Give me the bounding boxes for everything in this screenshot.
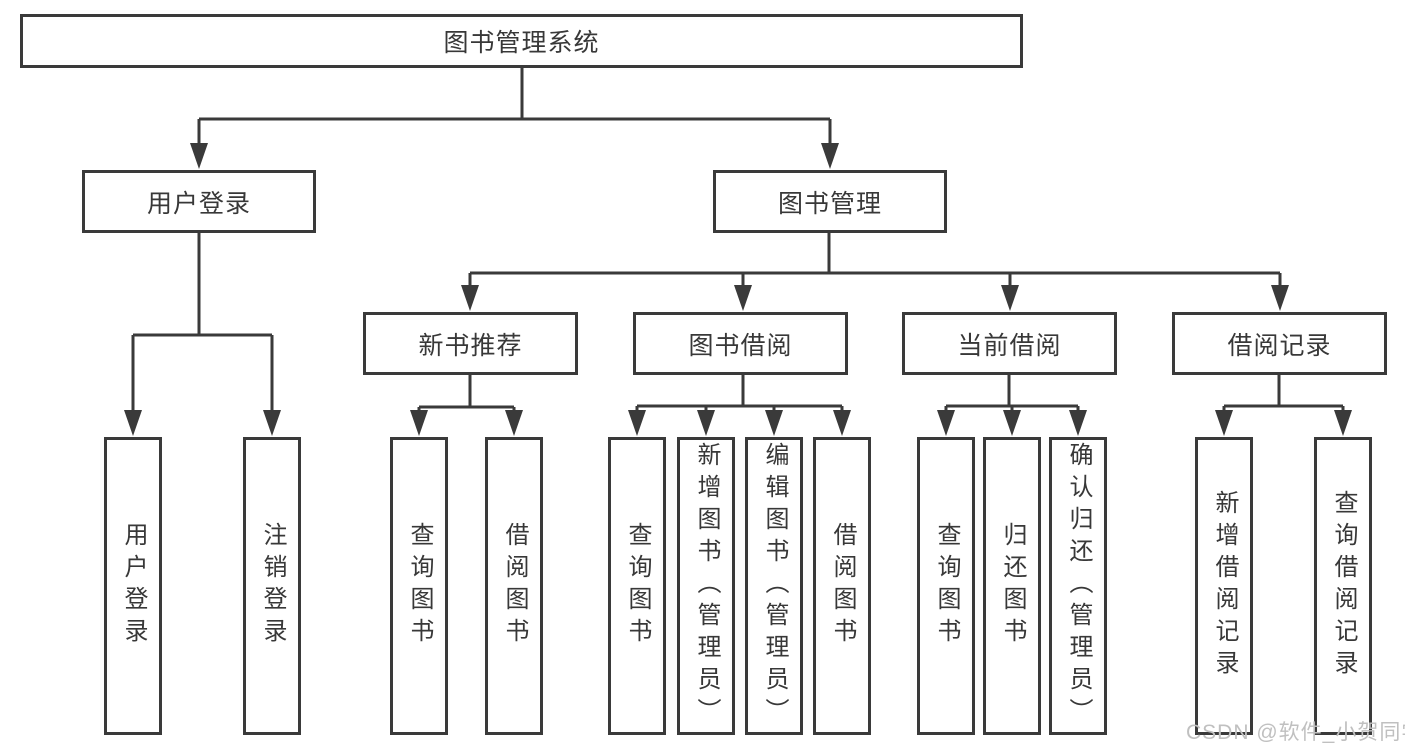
- node-book-management: 图书管理: [713, 170, 947, 233]
- leaf-logout: 注销登录: [243, 437, 301, 735]
- leaf-edit-books-admin: 编辑图书（管理员）: [745, 437, 803, 735]
- leaf-add-borrow-record-label: 新增借阅记录: [1211, 490, 1238, 682]
- node-library-management-system: 图书管理系统: [20, 14, 1023, 68]
- leaf-add-borrow-record: 新增借阅记录: [1195, 437, 1253, 735]
- connector-root-to-level2: [197, 68, 832, 146]
- leaf-return-books-label: 归还图书: [999, 522, 1026, 650]
- leaf-borrow-books-label: 借阅图书: [829, 522, 856, 650]
- node-current-borrow-label: 当前借阅: [957, 331, 1062, 360]
- node-new-book-recommend: 新书推荐: [363, 312, 578, 375]
- leaf-query-borrow-record-label: 查询借阅记录: [1330, 490, 1357, 682]
- node-current-borrow: 当前借阅: [902, 312, 1117, 375]
- leaf-confirm-return-admin-label: 确认归还（管理员）: [1065, 442, 1092, 730]
- connector-new-book-recommend-children: [417, 375, 516, 414]
- leaf-logout-label: 注销登录: [259, 522, 286, 650]
- leaf-query-books-current-label: 查询图书: [933, 522, 960, 650]
- connector-current-borrow-children: [944, 375, 1080, 414]
- leaf-add-books-admin-label: 新增图书（管理员）: [693, 442, 720, 730]
- leaf-borrow-books-recommend: 借阅图书: [485, 437, 543, 735]
- connector-user-login-children: [131, 233, 274, 414]
- leaf-query-books-borrow-label: 查询图书: [624, 522, 651, 650]
- leaf-confirm-return-admin: 确认归还（管理员）: [1049, 437, 1107, 735]
- leaf-add-books-admin: 新增图书（管理员）: [677, 437, 735, 735]
- node-library-management-system-label: 图书管理系统: [443, 29, 600, 57]
- leaf-query-borrow-record: 查询借阅记录: [1314, 437, 1372, 735]
- leaf-query-books-recommend-label: 查询图书: [406, 522, 433, 650]
- leaf-query-books-recommend: 查询图书: [390, 437, 448, 735]
- node-borrow-records-label: 借阅记录: [1227, 331, 1332, 360]
- leaf-borrow-books: 借阅图书: [813, 437, 871, 735]
- node-book-borrow-label: 图书借阅: [688, 331, 793, 360]
- node-book-management-label: 图书管理: [777, 189, 882, 218]
- leaf-query-books-current: 查询图书: [917, 437, 975, 735]
- leaf-user-login-label: 用户登录: [120, 522, 147, 650]
- leaf-query-books-borrow: 查询图书: [608, 437, 666, 735]
- connector-borrow-records-children: [1222, 375, 1345, 414]
- arrowheads: [124, 143, 1352, 436]
- leaf-edit-books-admin-label: 编辑图书（管理员）: [761, 442, 788, 730]
- connector-book-borrow-children: [635, 375, 844, 414]
- csdn-watermark: CSDN @软件_小贺同学: [1186, 721, 1405, 744]
- node-new-book-recommend-label: 新书推荐: [418, 331, 523, 360]
- leaf-user-login: 用户登录: [104, 437, 162, 735]
- node-book-borrow: 图书借阅: [633, 312, 848, 375]
- leaf-borrow-books-recommend-label: 借阅图书: [501, 522, 528, 650]
- node-user-login: 用户登录: [82, 170, 316, 233]
- leaf-return-books: 归还图书: [983, 437, 1041, 735]
- node-user-login-label: 用户登录: [146, 189, 251, 218]
- connector-book-management-children: [468, 233, 1282, 289]
- node-borrow-records: 借阅记录: [1172, 312, 1387, 375]
